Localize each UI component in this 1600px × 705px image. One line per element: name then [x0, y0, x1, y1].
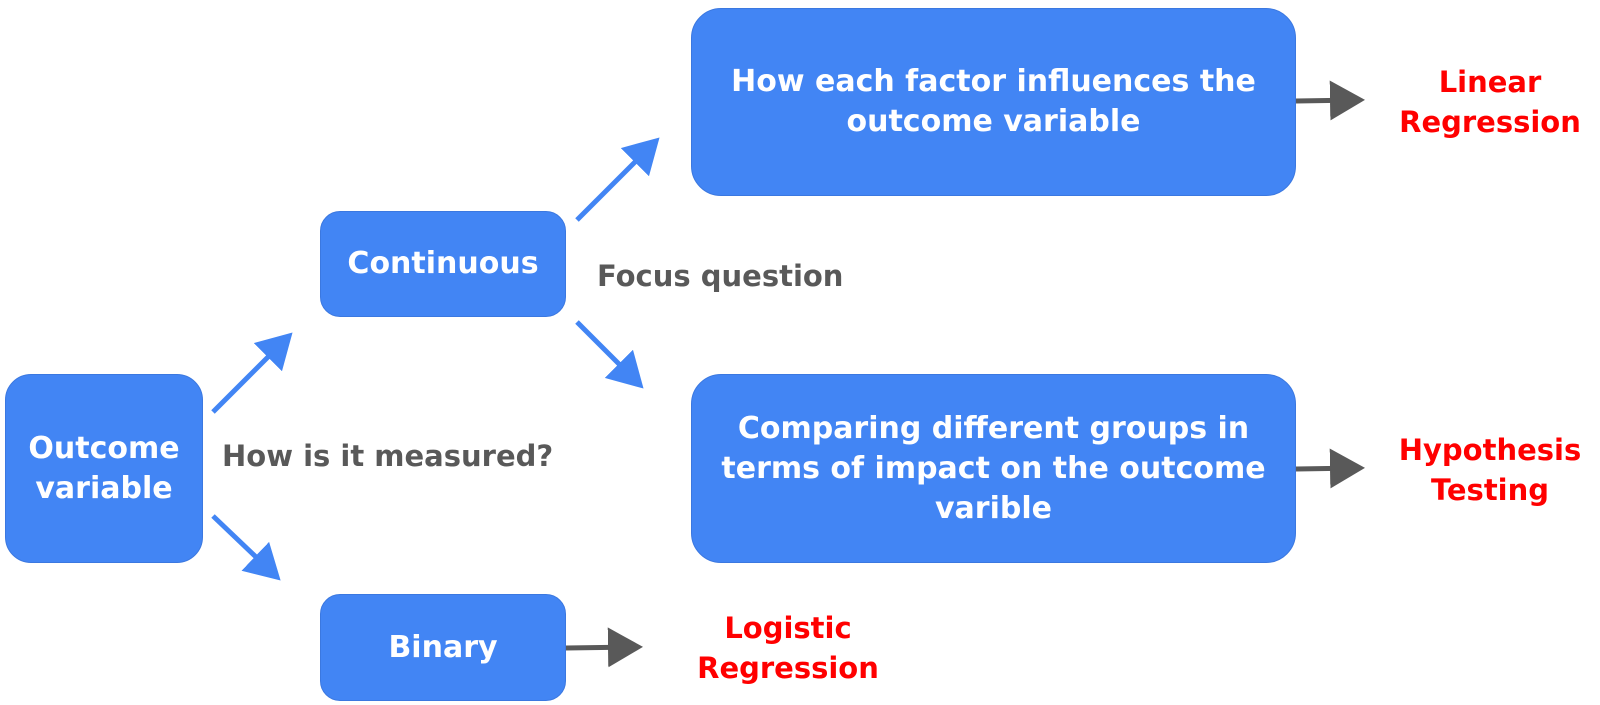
continuous-node: Continuous — [320, 211, 566, 317]
logistic-regression-result: Logistic Regression — [688, 608, 888, 688]
arrow-binary-to-logistic — [565, 627, 643, 668]
arrow-continuous-to-compare — [575, 320, 644, 389]
arrow-outcome-to-continuous — [211, 332, 293, 414]
hypothesis-line-1: Hypothesis — [1398, 433, 1582, 467]
binary-node: Binary — [320, 594, 566, 701]
linear-line-1: Linear — [1438, 65, 1542, 99]
influence-line-1: How each factor influences the — [731, 64, 1256, 99]
continuous-label: Continuous — [347, 246, 539, 281]
measure-question-label: How is it measured? — [222, 439, 554, 473]
hypothesis-testing-result: Hypothesis Testing — [1390, 430, 1590, 510]
outcome-variable-node: Outcome variable — [5, 374, 203, 563]
logistic-line-1: Logistic — [724, 611, 852, 645]
compare-line-2: terms of impact on the outcome — [721, 450, 1266, 486]
arrow-compare-to-hypothesis — [1295, 448, 1365, 489]
outcome-variable-line-1: Outcome — [28, 430, 180, 466]
linear-regression-result: Linear Regression — [1390, 62, 1590, 142]
influence-focus-node: How each factor influences the outcome v… — [691, 8, 1296, 196]
linear-line-2: Regression — [1399, 105, 1581, 139]
binary-label: Binary — [388, 629, 498, 665]
compare-line-3: varible — [935, 490, 1052, 526]
influence-line-2: outcome variable — [846, 104, 1141, 139]
focus-question-label: Focus question — [597, 259, 844, 293]
arrow-influence-to-linear — [1295, 80, 1365, 121]
arrow-outcome-to-binary — [211, 514, 281, 581]
logistic-line-2: Regression — [697, 651, 879, 685]
compare-focus-node: Comparing different groups in terms of i… — [691, 374, 1296, 563]
arrow-continuous-to-influence — [575, 137, 660, 222]
outcome-variable-line-2: variable — [35, 470, 173, 506]
hypothesis-line-2: Testing — [1430, 473, 1550, 507]
compare-line-1: Comparing different groups in — [737, 410, 1250, 446]
